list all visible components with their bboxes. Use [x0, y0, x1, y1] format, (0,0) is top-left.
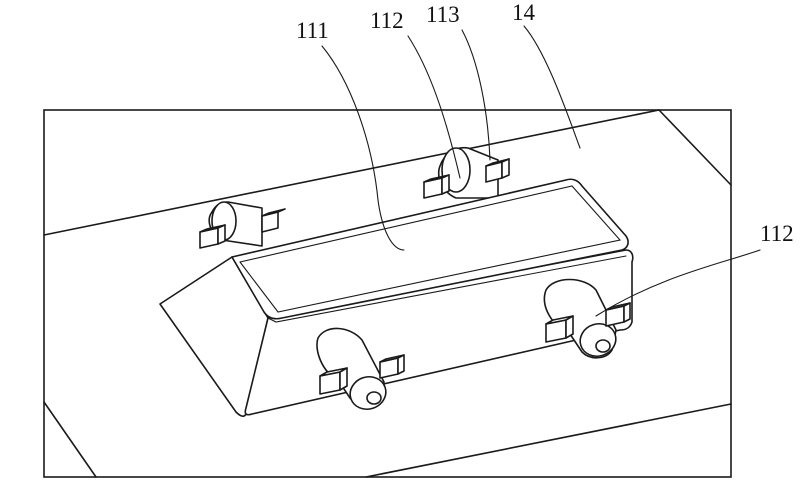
label-112-top: 112	[370, 8, 404, 33]
pin-front-right	[543, 278, 631, 359]
label-112-right: 112	[760, 221, 794, 246]
base-plate	[43, 109, 732, 478]
pin-back-left	[199, 201, 286, 249]
label-14: 14	[512, 0, 536, 25]
label-113: 113	[426, 2, 460, 27]
leader-lines	[321, 25, 761, 317]
label-111: 111	[296, 18, 329, 43]
pin-front-left	[316, 327, 405, 411]
pin-back-right	[423, 146, 510, 199]
